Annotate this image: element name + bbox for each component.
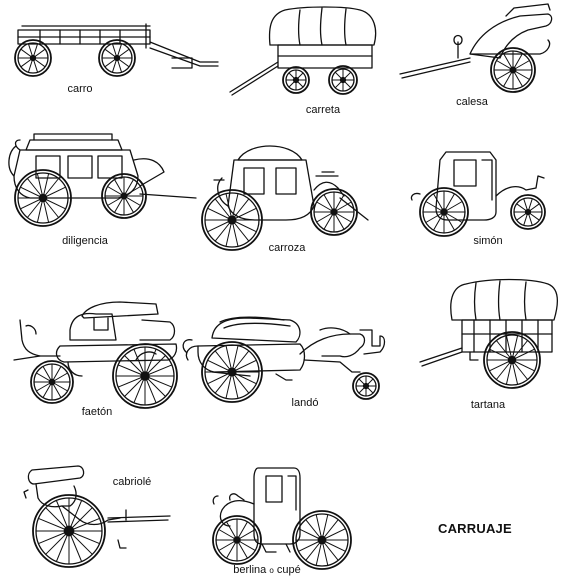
carroza-drawing	[213, 145, 369, 221]
label-simon: simón	[473, 235, 503, 247]
lando-drawing	[182, 316, 386, 381]
wheels	[14, 39, 546, 570]
diligencia-wheel-front	[101, 173, 147, 219]
cabriole-drawing	[23, 465, 171, 549]
label-berlina-cupe: cupé	[276, 564, 301, 576]
berlina-wheel-front	[292, 510, 352, 570]
lando-wheel-front	[352, 372, 380, 400]
plate-title: CARRUAJE	[438, 521, 512, 536]
carroza-wheel-rear	[201, 189, 263, 251]
label-faeton: faetón	[81, 406, 113, 418]
simon-wheel-rear	[419, 187, 469, 237]
label-tartana: tartana	[470, 399, 506, 411]
simon-wheel-front	[510, 194, 546, 230]
label-carro: carro	[67, 83, 93, 95]
label-carreta: carreta	[305, 104, 341, 116]
carreta-drawing	[229, 6, 377, 96]
label-diligencia: diligencia	[62, 235, 108, 247]
lando-wheel-rear	[201, 341, 263, 403]
faeton-wheel-front	[112, 343, 178, 409]
label-calesa: calesa	[456, 96, 488, 108]
carreta-wheel-rear	[282, 66, 310, 94]
cabriole-wheel	[32, 494, 106, 568]
carro-drawing	[17, 23, 219, 69]
calesa-wheel	[490, 47, 536, 93]
label-carroza: carroza	[268, 242, 306, 254]
faeton-wheel-rear	[30, 360, 74, 404]
carro-wheel-rear	[14, 39, 52, 77]
diligencia-drawing	[8, 133, 197, 199]
label-berlina: berlina o cupé	[233, 565, 300, 576]
label-lando: landó	[291, 397, 319, 409]
berlina-wheel-rear	[212, 515, 262, 565]
tartana-wheel	[483, 331, 541, 389]
carreta-wheel-front	[328, 65, 358, 95]
diligencia-wheel-rear	[14, 169, 72, 227]
calesa-drawing	[399, 3, 553, 79]
label-cabriole: cabriolé	[112, 476, 152, 488]
berlina-drawing	[212, 467, 301, 553]
carro-wheel-front	[98, 39, 136, 77]
tartana-drawing	[419, 278, 559, 367]
carroza-wheel-front	[310, 188, 358, 236]
label-berlina-word: berlina	[233, 564, 267, 576]
label-berlina-conj: o	[269, 566, 274, 575]
